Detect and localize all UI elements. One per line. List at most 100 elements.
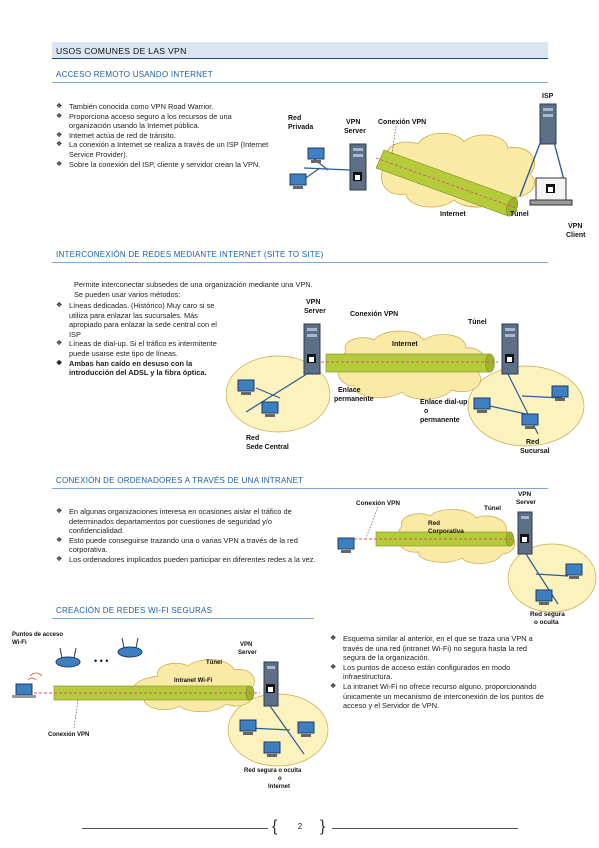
title-band xyxy=(52,42,548,58)
list-item: ❖También conocida como VPN Road Warrior. xyxy=(56,102,214,111)
pc-icon xyxy=(307,147,325,163)
pc-icon xyxy=(565,563,583,579)
section-heading-wifi: CREACIÓN DE REDES WI-FI SEGURAS xyxy=(56,606,213,615)
sede-central-network xyxy=(226,355,331,433)
label-tunel: Túnel xyxy=(468,319,487,326)
label-red-corporativa: Red xyxy=(428,520,440,527)
label-red-segura: Red segura xyxy=(530,611,565,618)
label-internet: Internet xyxy=(392,341,418,348)
svg-text:Client: Client xyxy=(566,232,586,239)
footer-rule-right xyxy=(332,828,518,829)
list-item: ❖Líneas de dial-up. Si el tráfico es int… xyxy=(56,339,217,358)
list-item: ❖Sobre la conexión del ISP, cliente y se… xyxy=(56,159,261,169)
list-item: ❖Los puntos de acceso están configurados… xyxy=(330,662,511,682)
site-to-site-intro-1: Permite interconectar subsedes de una or… xyxy=(74,280,313,289)
page-number: 2 xyxy=(297,822,303,831)
pc-icon xyxy=(337,537,355,553)
svg-text:Server: Server xyxy=(516,499,536,506)
label-intranet-wifi: Intranet Wi-Fi xyxy=(174,678,213,684)
svg-text:Privada: Privada xyxy=(288,124,313,131)
vpn-tunnel-tube xyxy=(375,149,519,217)
internet-cloud xyxy=(381,132,536,208)
server-icon xyxy=(501,323,519,375)
laptop-icon xyxy=(12,683,36,698)
label-conexion-vpn: Conexión VPN xyxy=(356,500,400,507)
svg-text:o: o xyxy=(424,408,428,415)
footer-brace-right: } xyxy=(320,818,326,835)
list-item: ❖Líneas dedicadas. (Histórico) Muy caro … xyxy=(56,301,217,339)
label-conexion-vpn: Conexión VPN xyxy=(350,311,398,318)
pc-icon xyxy=(239,719,257,735)
pc-icon xyxy=(473,397,491,413)
label-red-privada: Red xyxy=(288,115,301,122)
wifi-access-point-icon xyxy=(117,637,143,658)
section-heading-site-to-site: INTERCONEXIÓN DE REDES MEDIANTE INTERNET… xyxy=(56,250,324,259)
vpn-server-icon xyxy=(263,661,279,707)
list-item: ❖Internet actúa de red de tránsito. xyxy=(56,130,176,140)
pc-icon xyxy=(263,741,281,757)
pc-icon xyxy=(535,589,553,605)
svg-text:Internet: Internet xyxy=(268,784,290,790)
label-vpn-server: VPN xyxy=(346,119,360,126)
list-item: ❖En algunas organizaciones interesa en o… xyxy=(56,507,292,536)
section-rule xyxy=(52,82,548,83)
vpn-tunnel-tube xyxy=(34,685,260,701)
svg-text:Sede Central: Sede Central xyxy=(246,444,289,451)
vpn-server-icon xyxy=(517,511,533,555)
label-vpn-client: VPN xyxy=(568,223,582,230)
site-to-site-bullets: ❖Líneas dedicadas. (Histórico) Muy caro … xyxy=(56,301,222,378)
svg-text:o: o xyxy=(278,776,282,782)
section-heading-remote-access: ACCESO REMOTO USANDO INTERNET xyxy=(56,70,213,79)
svg-text:Wi-Fi: Wi-Fi xyxy=(12,640,27,646)
vpn-tunnel-tube xyxy=(354,531,515,547)
vpn-client-laptop-icon xyxy=(529,177,573,206)
list-item: ❖La intranet Wi-Fi no ofrece recurso alg… xyxy=(330,681,544,711)
label-puntos-acceso: Puntos de acceso xyxy=(12,632,63,638)
svg-text:Server: Server xyxy=(344,128,366,135)
svg-text:permanente: permanente xyxy=(334,396,374,403)
pc-icon xyxy=(521,413,539,429)
intranet-diagram: Conexión VPN Túnel VPN Server Red Corpor… xyxy=(337,491,597,626)
section-heading-intranet: CONEXIÓN DE ORDENADORES A TRAVÉS DE UNA … xyxy=(56,476,304,485)
vpn-server-icon xyxy=(349,143,367,191)
label-vpn-server: VPN xyxy=(240,642,252,648)
remote-access-bullets: ❖También conocida como VPN Road Warrior.… xyxy=(56,102,274,169)
label-tunel: Túnel xyxy=(484,505,501,512)
list-item: ❖Esquema similar al anterior, en el que … xyxy=(330,634,533,663)
title-rule xyxy=(52,58,548,59)
vpn-tunnel-tube xyxy=(316,353,498,373)
label-red-sucursal: Red xyxy=(526,439,539,446)
list-item: ❖Ambas han caído en desuso con la introd… xyxy=(56,358,207,378)
svg-text:permanente: permanente xyxy=(420,417,460,424)
label-tunel: Túnel xyxy=(510,211,529,218)
label-tunel: Túnel xyxy=(206,660,222,666)
remote-access-diagram: Red Privada VPN Server Conexión VPN ISP … xyxy=(288,93,586,239)
intranet-bullets: ❖En algunas organizaciones interesa en o… xyxy=(56,507,328,565)
pc-icon xyxy=(551,385,569,401)
svg-text:Sucursal: Sucursal xyxy=(520,448,550,455)
svg-text:Server: Server xyxy=(238,650,257,656)
wifi-diagram: • • • Puntos de acceso Wi-Fi Túnel VPN S… xyxy=(12,632,329,790)
site-to-site-diagram: VPN Server Conexión VPN Túnel Internet E… xyxy=(226,299,585,455)
footer-brace-left: { xyxy=(272,818,278,835)
label-enlace-permanente: Enlace xyxy=(338,387,361,394)
intranet-wifi-cloud xyxy=(131,659,255,713)
ellipsis-dots: • • • xyxy=(94,656,108,666)
section-rule xyxy=(52,618,314,619)
label-red-segura: Red segura o oculta xyxy=(244,768,302,774)
pc-icon xyxy=(261,401,279,417)
label-conexion-vpn: Conexión VPN xyxy=(48,732,89,738)
vpn-server-icon xyxy=(303,323,321,375)
list-item: ❖Esto puede conseguirse trazando una o v… xyxy=(56,535,298,555)
label-internet: Internet xyxy=(440,211,466,218)
pc-icon xyxy=(297,721,315,737)
pc-icon xyxy=(237,379,255,395)
page-title: USOS COMUNES DE LAS VPN xyxy=(56,46,187,56)
label-conexion-vpn: Conexión VPN xyxy=(378,119,426,126)
section-rule xyxy=(52,262,548,263)
svg-text:Corporativa: Corporativa xyxy=(428,528,464,535)
list-item: ❖La conexión a Internet se realiza a tra… xyxy=(56,140,269,159)
label-vpn-server: VPN xyxy=(306,299,320,306)
isp-server-icon xyxy=(539,103,557,145)
list-item: ❖Los ordenadores implicados pueden parti… xyxy=(56,554,316,564)
